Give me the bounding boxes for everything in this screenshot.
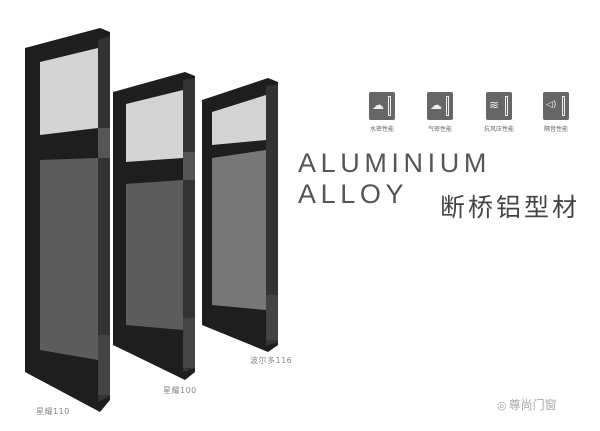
window-xingyao-100 [113, 72, 195, 380]
feature-label: 气密性能 [427, 126, 452, 133]
rain-cloud-icon: ☁ [369, 92, 395, 120]
feature-label: 水密性能 [369, 126, 394, 133]
feature-watertight: ☁ 水密性能 [358, 92, 406, 133]
feature-label: 抗风压性能 [483, 126, 514, 133]
window-bordeaux-116 [202, 78, 278, 352]
title-chinese: 断桥铝型材 [440, 193, 581, 222]
watermark: ◎尊尚门窗 [497, 396, 557, 413]
product-label: 星耀100 [163, 386, 197, 395]
product-label: 星耀110 [36, 407, 70, 416]
feature-label: 隔音性能 [543, 126, 568, 133]
window-xingyao-110 [25, 28, 110, 412]
feature-soundproof: ◁) 隔音性能 [532, 92, 580, 133]
watermark-text: 尊尚门窗 [508, 398, 557, 412]
feature-wind-pressure: ≋ 抗风压性能 [475, 92, 523, 133]
wind-icon: ≋ [486, 92, 512, 120]
product-label: 波尔多116 [250, 356, 293, 365]
wind-cloud-icon: ☁ [427, 92, 453, 120]
wechat-icon: ◎ [497, 399, 507, 412]
feature-airtight: ☁ 气密性能 [416, 92, 464, 133]
title-english: ALUMINIUM ALLOY [298, 148, 491, 209]
speaker-icon: ◁) [543, 92, 569, 120]
